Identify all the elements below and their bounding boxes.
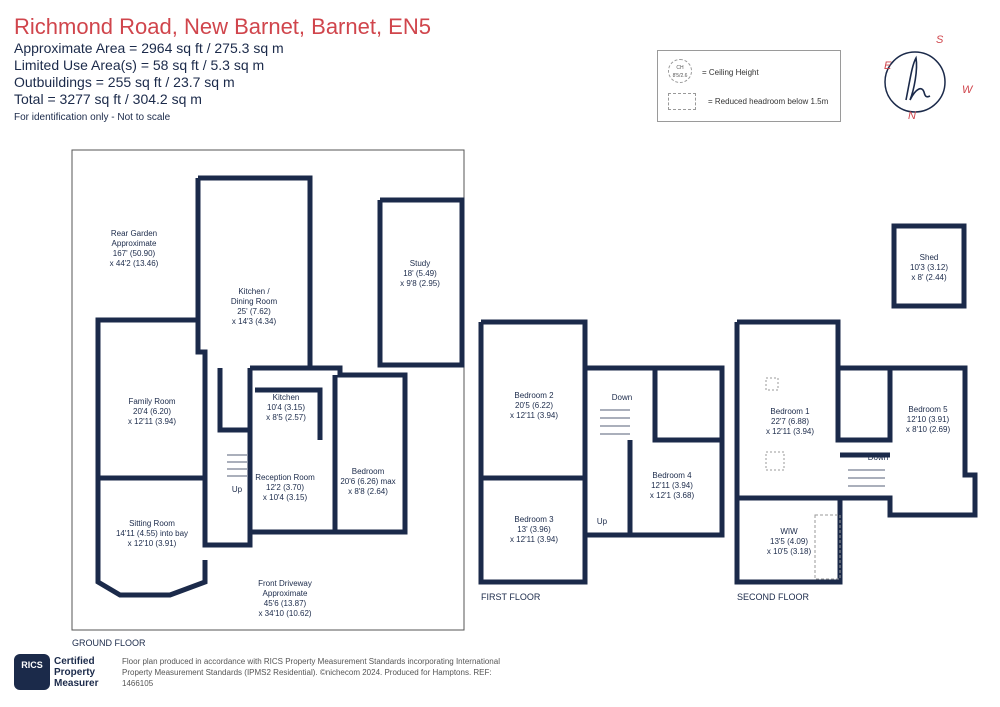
compass: S E W N [870,30,973,130]
ground-floor-label: GROUND FLOOR [72,638,146,648]
first-floor-label: FIRST FLOOR [481,592,541,602]
compass-s: S [936,34,944,46]
compass-e: E [884,60,892,72]
compass-icon [884,51,946,113]
first-up-marker: Up [597,517,608,526]
legend-reduced-headroom: = Reduced headroom below 1.5m [708,97,829,106]
ceiling-height-icon: CH 8'5/2.6 [668,59,692,83]
stairs [227,409,885,487]
second-floor-label: SECOND FLOOR [737,592,810,602]
approx-area: Approximate Area = 2964 sq ft / 275.3 sq… [14,40,284,56]
plot-boundary [71,149,465,631]
reduced-headroom-icon [668,93,696,110]
outbuildings-area: Outbuildings = 255 sq ft / 23.7 sq m [14,74,235,90]
first-floor-walls [478,319,725,585]
first-down-marker: Down [612,393,632,402]
compass-n: N [908,110,916,122]
rics-logo: RICS [14,654,50,690]
limited-use-area: Limited Use Area(s) = 58 sq ft / 5.3 sq … [14,57,265,73]
legend: CH 8'5/2.6 = Ceiling Height = Reduced he… [657,50,841,122]
footer-disclaimer: Floor plan produced in accordance with R… [122,657,500,688]
total-area: Total = 3277 sq ft / 304.2 sq m [14,91,202,107]
header: Richmond Road, New Barnet, Barnet, EN5 A… [14,14,431,123]
ground-up-marker: Up [232,485,243,494]
ceiling-height-marker-2 [765,451,785,471]
shed-walls [891,223,967,309]
legend-ceiling-height: = Ceiling Height [702,68,759,77]
rics-certified-label: Certified Property Measurer [54,656,99,689]
property-title: Richmond Road, New Barnet, Barnet, EN5 [14,14,431,39]
ground-floor-walls [95,175,465,598]
second-down-marker: Down [868,453,888,462]
ceiling-height-marker [765,377,779,391]
identification-note: For identification only - Not to scale [14,112,171,123]
compass-w: W [962,84,973,96]
reduced-headroom-area [814,514,841,580]
second-floor-walls [734,319,978,585]
